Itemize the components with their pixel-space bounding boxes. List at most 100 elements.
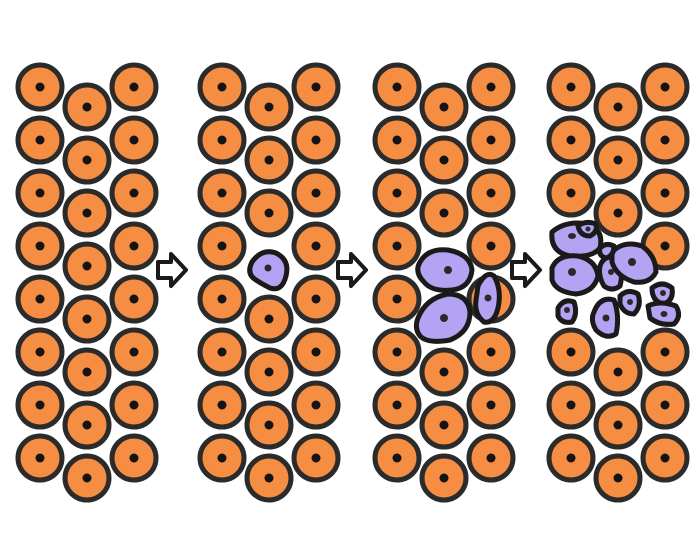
cell-nucleus bbox=[392, 294, 402, 304]
cell-nucleus bbox=[35, 453, 45, 463]
healthy-cell bbox=[593, 453, 643, 503]
cell-nucleus bbox=[439, 367, 449, 377]
healthy-cell bbox=[640, 380, 690, 430]
cell-nucleus bbox=[217, 400, 227, 410]
cell-nucleus bbox=[392, 453, 402, 463]
healthy-cell bbox=[372, 221, 422, 271]
cell-nucleus bbox=[439, 473, 449, 483]
healthy-cell bbox=[372, 380, 422, 430]
cell-nucleus bbox=[566, 135, 576, 145]
healthy-cell bbox=[466, 221, 516, 271]
abnormal-cell-nucleus bbox=[264, 264, 272, 272]
healthy-cell bbox=[546, 380, 596, 430]
healthy-cell bbox=[15, 115, 65, 165]
healthy-cell bbox=[593, 82, 643, 132]
cell-nucleus bbox=[264, 420, 274, 430]
healthy-cell bbox=[372, 433, 422, 483]
healthy-cell bbox=[466, 433, 516, 483]
abnormal-cell-nucleus bbox=[585, 226, 591, 232]
cell-nucleus bbox=[35, 241, 45, 251]
cell-nucleus bbox=[439, 102, 449, 112]
healthy-cell bbox=[546, 327, 596, 377]
healthy-cell bbox=[372, 115, 422, 165]
healthy-cell bbox=[109, 115, 159, 165]
healthy-cell bbox=[291, 327, 341, 377]
cell-nucleus bbox=[613, 367, 623, 377]
healthy-cell bbox=[546, 168, 596, 218]
healthy-cell bbox=[593, 135, 643, 185]
right-arrow-icon bbox=[510, 252, 542, 288]
cell-nucleus bbox=[82, 102, 92, 112]
cell-nucleus bbox=[613, 208, 623, 218]
cell-nucleus bbox=[486, 347, 496, 357]
healthy-cell bbox=[109, 327, 159, 377]
cell-nucleus bbox=[486, 188, 496, 198]
healthy-cell bbox=[109, 221, 159, 271]
healthy-cell bbox=[466, 62, 516, 112]
cell-nucleus bbox=[129, 188, 139, 198]
abnormal-cell-nucleus bbox=[440, 314, 448, 322]
cell-nucleus bbox=[613, 473, 623, 483]
abnormal-cell bbox=[555, 298, 579, 325]
cell-nucleus bbox=[129, 347, 139, 357]
healthy-cell bbox=[419, 82, 469, 132]
cell-nucleus bbox=[486, 135, 496, 145]
cell-nucleus bbox=[311, 241, 321, 251]
abnormal-cell bbox=[575, 219, 599, 239]
healthy-cell bbox=[109, 380, 159, 430]
cell-nucleus bbox=[613, 102, 623, 112]
cell-nucleus bbox=[613, 420, 623, 430]
healthy-cell bbox=[197, 62, 247, 112]
abnormal-cell bbox=[415, 247, 475, 293]
cell-nucleus bbox=[660, 400, 670, 410]
healthy-cell bbox=[546, 62, 596, 112]
healthy-cell bbox=[640, 62, 690, 112]
cell-nucleus bbox=[217, 188, 227, 198]
cell-nucleus bbox=[35, 347, 45, 357]
abnormal-cell bbox=[473, 271, 502, 325]
healthy-cell bbox=[546, 115, 596, 165]
healthy-cell bbox=[15, 62, 65, 112]
healthy-cell bbox=[291, 62, 341, 112]
panel-tumor-mass bbox=[546, 62, 690, 503]
abnormal-cell bbox=[649, 281, 675, 307]
healthy-cell bbox=[466, 115, 516, 165]
abnormal-cell-nucleus bbox=[602, 314, 610, 322]
cell-nucleus bbox=[264, 314, 274, 324]
healthy-cell bbox=[197, 380, 247, 430]
cell-nucleus bbox=[439, 155, 449, 165]
healthy-cell bbox=[419, 135, 469, 185]
abnormal-cell bbox=[247, 249, 290, 292]
cell-nucleus bbox=[82, 420, 92, 430]
healthy-cell bbox=[291, 380, 341, 430]
healthy-cell bbox=[244, 135, 294, 185]
cell-nucleus bbox=[217, 241, 227, 251]
cell-nucleus bbox=[129, 294, 139, 304]
healthy-cell bbox=[197, 274, 247, 324]
abnormal-cell bbox=[617, 288, 642, 317]
abnormal-cell bbox=[549, 253, 601, 297]
healthy-cell bbox=[419, 347, 469, 397]
healthy-cell bbox=[640, 433, 690, 483]
cell-nucleus bbox=[129, 135, 139, 145]
cell-nucleus bbox=[392, 82, 402, 92]
healthy-cell bbox=[244, 400, 294, 450]
healthy-cell bbox=[244, 188, 294, 238]
abnormal-cell-nucleus bbox=[568, 233, 576, 239]
abnormal-cell-nucleus bbox=[660, 290, 666, 296]
healthy-cell bbox=[15, 327, 65, 377]
abnormal-cell-nucleus bbox=[564, 307, 570, 313]
healthy-cell bbox=[419, 188, 469, 238]
cell-nucleus bbox=[82, 261, 92, 271]
cell-nucleus bbox=[486, 82, 496, 92]
healthy-cell bbox=[62, 400, 112, 450]
healthy-cell bbox=[197, 168, 247, 218]
abnormal-cell-nucleus bbox=[628, 258, 636, 266]
healthy-cell bbox=[62, 135, 112, 185]
healthy-cell bbox=[62, 347, 112, 397]
healthy-cell bbox=[197, 221, 247, 271]
cell-nucleus bbox=[311, 82, 321, 92]
healthy-cell bbox=[291, 115, 341, 165]
cell-nucleus bbox=[35, 82, 45, 92]
